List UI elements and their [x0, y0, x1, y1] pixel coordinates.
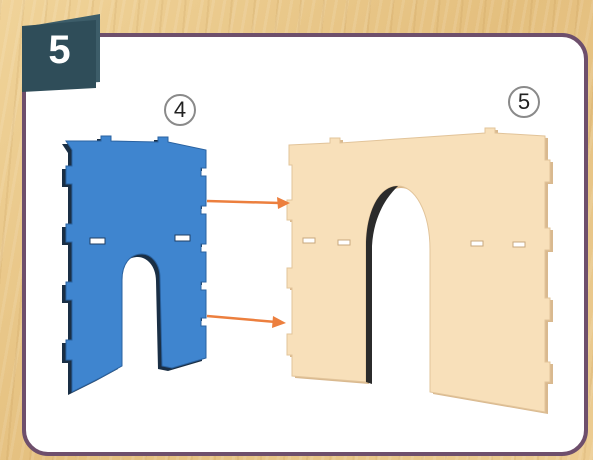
step-badge: [22, 12, 102, 94]
right-piece-slot: [337, 239, 351, 246]
left-piece-slot: [174, 234, 191, 242]
right-piece-slot: [470, 240, 484, 247]
right-piece-slot: [512, 241, 526, 248]
arrow-lower: [206, 314, 286, 328]
part-callout-left: 4: [164, 94, 196, 126]
arrow-upper: [206, 197, 290, 209]
step-number: 5: [48, 28, 71, 72]
right-piece-arch-shade: [366, 186, 398, 384]
left-piece: [65, 135, 207, 393]
right-piece: [286, 127, 551, 413]
left-piece-slot: [89, 237, 106, 245]
part-callout-right: 5: [508, 86, 540, 118]
right-piece-slot: [302, 237, 316, 244]
